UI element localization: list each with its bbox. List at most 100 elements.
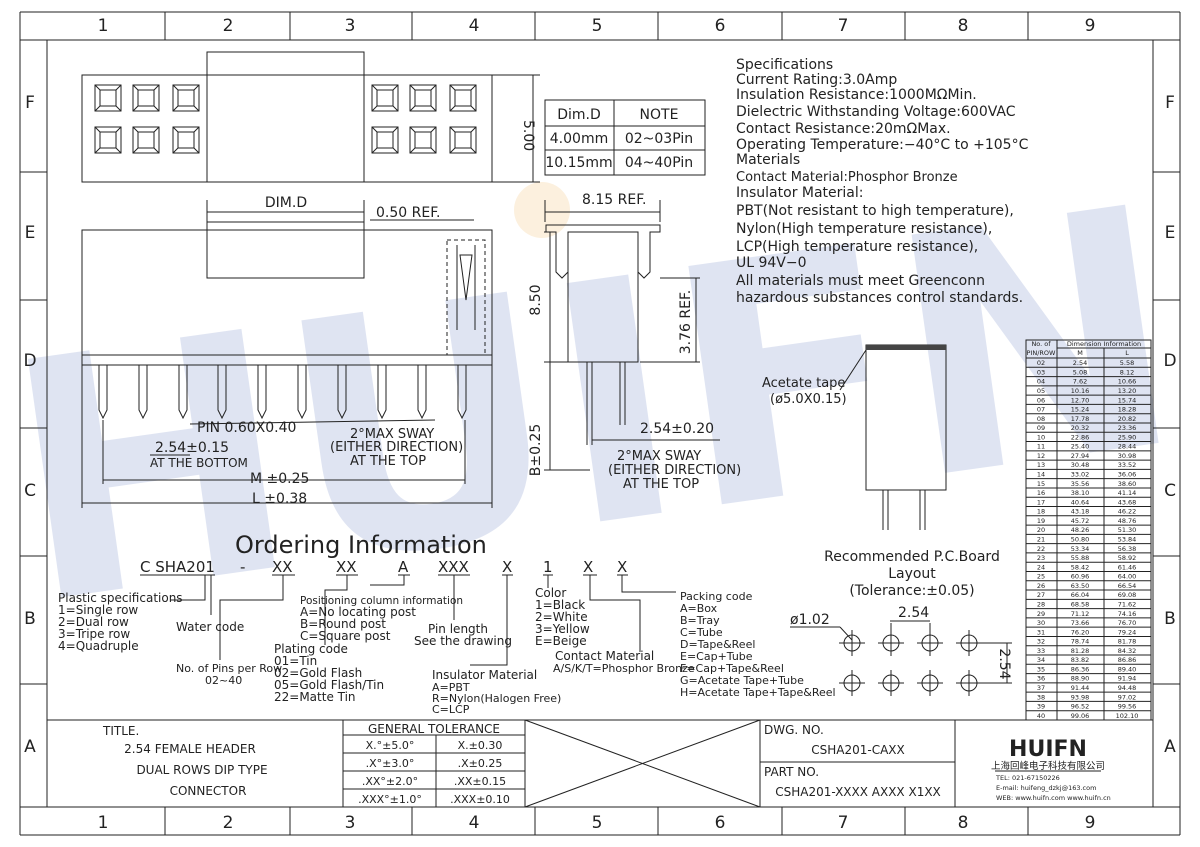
tol-cell: .X°±3.0° — [366, 757, 415, 770]
svg-text:E=Cap+Tube: E=Cap+Tube — [680, 650, 753, 663]
dim-info-cell: 03 — [1037, 368, 1045, 376]
dim-info-cell: 17.78 — [1071, 415, 1090, 423]
column-label: 2 — [223, 813, 234, 833]
contact-cavity — [172, 84, 200, 112]
sway-label-2: (EITHER DIRECTION) — [330, 440, 463, 455]
row-label: A — [1164, 737, 1176, 757]
dim-info-cell: 58.42 — [1071, 563, 1090, 571]
svg-text:22=Matte Tin: 22=Matte Tin — [274, 690, 356, 704]
dim-info-cell: 17 — [1037, 498, 1045, 506]
dim-info-cell: 11 — [1037, 443, 1045, 451]
dim-d-label: DIM.D — [265, 195, 307, 211]
pcb-hole — [878, 670, 904, 696]
dim-info-cell: 25.40 — [1071, 443, 1090, 451]
dim-info-cell: 27.94 — [1071, 452, 1090, 460]
pin — [337, 365, 347, 420]
dim-info-cell: 20.82 — [1118, 415, 1137, 423]
insulator-block: Insulator Material A=PBT R=Nylon(Halogen… — [432, 668, 561, 716]
dim-info-cell: 20.32 — [1071, 424, 1090, 432]
contact-cavity — [449, 126, 477, 154]
code-seg: XX — [336, 558, 357, 576]
dim-info-cell: 102.10 — [1116, 712, 1139, 720]
dimension-info-table: No. of PIN/ROW Dimension Information M L… — [1025, 339, 1152, 721]
dim-info-cell: 71.12 — [1071, 610, 1090, 618]
dim-info-cell: 86.86 — [1118, 656, 1137, 664]
dim-info-cell: 63.50 — [1071, 582, 1090, 590]
dim-info-cell: 78.74 — [1071, 638, 1090, 646]
dim-info-cell: 30.48 — [1071, 461, 1090, 469]
dim-info-cell: 12.70 — [1071, 396, 1090, 404]
dim-info-cell: 2.54 — [1073, 359, 1087, 367]
svg-text:Contact Material: Contact Material — [555, 649, 654, 663]
pin — [417, 365, 427, 420]
spec-line: PBT(Not resistant to high temperature), — [736, 203, 1014, 219]
pcb-hole — [839, 630, 865, 656]
dim-info-cell: 74.16 — [1118, 610, 1137, 618]
dim-info-cell: 53.34 — [1071, 545, 1090, 553]
contact-cavity — [94, 126, 122, 154]
svg-text:02~40: 02~40 — [205, 674, 242, 687]
pcb-tolerance: (Tolerance:±0.05) — [849, 583, 974, 599]
dim-info-cell: 10.66 — [1118, 378, 1137, 386]
dim-info-cell: 58.92 — [1118, 554, 1137, 562]
dim-info-col-l: L — [1125, 349, 1129, 357]
column-label: 9 — [1085, 813, 1096, 833]
svg-text:2=White: 2=White — [535, 610, 588, 624]
title-line: 2.54 FEMALE HEADER — [124, 742, 256, 756]
spec-line: Dielectric Withstanding Voltage:600VAC — [736, 104, 1016, 120]
ordering-title: Ordering Information — [235, 531, 487, 559]
row-label: B — [1164, 609, 1176, 629]
dim-info-cell: 10.16 — [1071, 387, 1090, 395]
column-label: 4 — [469, 813, 480, 833]
column-label: 3 — [345, 813, 356, 833]
dim-b-label: B±0.25 — [528, 424, 544, 477]
tol-cell: X.±0.30 — [458, 739, 503, 752]
dwg-no-label: DWG. NO. — [764, 723, 824, 737]
dim-info-cell: 12 — [1037, 452, 1045, 460]
svg-text:No. of Pins per Row: No. of Pins per Row — [176, 662, 282, 675]
part-no-value: CSHA201-XXXX AXXX X1XX — [775, 785, 941, 799]
svg-text:1=Black: 1=Black — [535, 598, 585, 612]
dim-info-cell: 40 — [1037, 712, 1045, 720]
code-seg: X — [617, 558, 627, 576]
side-sway-label-1: 2°MAX SWAY — [617, 449, 701, 464]
dim-info-cell: 81.78 — [1118, 638, 1137, 646]
svg-text:R=Nylon(Halogen Free): R=Nylon(Halogen Free) — [432, 692, 561, 705]
svg-text:G=Acetate Tape+Tube: G=Acetate Tape+Tube — [680, 674, 804, 687]
svg-text:A/S/K/T=Phosphor Bronze: A/S/K/T=Phosphor Bronze — [553, 662, 695, 675]
dim-info-cell: 66.04 — [1071, 591, 1090, 599]
drawing-frame — [19, 11, 1181, 836]
color-block: Color 1=Black 2=White 3=Yellow E=Beige — [535, 586, 590, 648]
dim-table-cell: 02~03Pin — [625, 131, 693, 147]
grid-columns-top: 1 2 3 4 5 6 7 8 9 — [98, 16, 1096, 36]
side-view: 8.15 REF. 8.50 3.76 REF. B±0.25 2.54±0.2… — [528, 192, 741, 492]
column-label: 7 — [838, 813, 849, 833]
dim-info-cell: 68.58 — [1071, 600, 1090, 608]
contact-cavity — [172, 126, 200, 154]
svg-text:H=Acetate Tape+Tape&Reel: H=Acetate Tape+Tape&Reel — [680, 686, 836, 699]
dim-info-cell: 08 — [1037, 415, 1045, 423]
dim-info-cell: 26 — [1037, 582, 1045, 590]
dim-height-5-00: 5.00 — [520, 120, 536, 151]
column-label: 5 — [592, 813, 603, 833]
packing-block: Packing code A=Box B=Tray C=Tube D=Tape&… — [680, 590, 836, 699]
dim-info-cell: 30.98 — [1118, 452, 1137, 460]
spec-line: Current Rating:3.0Amp — [736, 72, 897, 88]
pcb-hole — [917, 670, 943, 696]
tolerance-header: GENERAL TOLERANCE — [368, 722, 500, 736]
company-name: 上海回峰电子科技有限公司 — [991, 760, 1105, 772]
code-seg: XX — [272, 558, 293, 576]
dim-info-cell: 35.56 — [1071, 480, 1090, 488]
pin — [98, 365, 108, 420]
spec-line: Operating Temperature:−40°C to +105°C — [736, 137, 1029, 153]
dim-info-cell: 86.36 — [1071, 665, 1090, 673]
dim-info-cell: 10 — [1037, 433, 1045, 441]
dim-info-cell: 24 — [1037, 563, 1045, 571]
dim-m-label: M ±0.25 — [250, 471, 309, 487]
pin — [217, 365, 227, 420]
row-label: E — [1165, 223, 1176, 243]
dim-info-cell: 84.32 — [1118, 647, 1137, 655]
pin — [138, 365, 148, 420]
contact-cavity — [132, 126, 160, 154]
